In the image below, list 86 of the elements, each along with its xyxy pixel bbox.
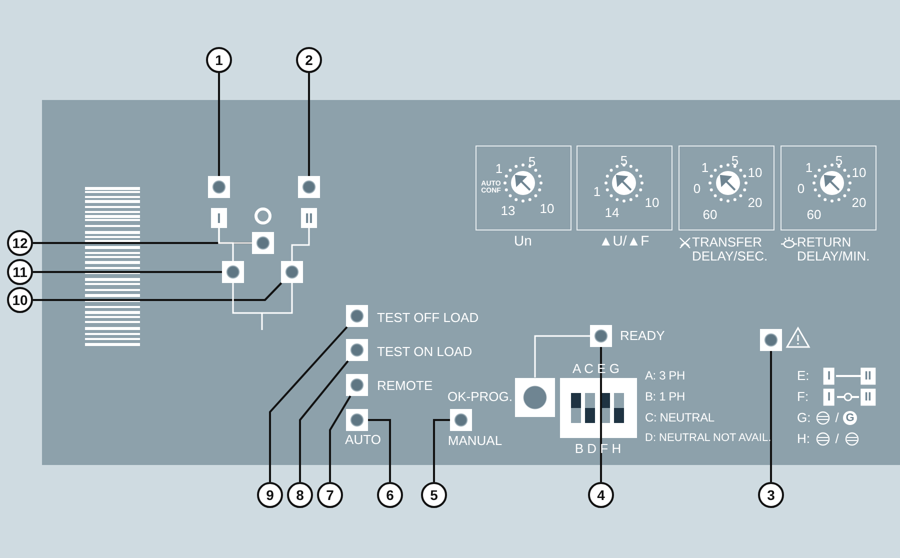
indicator-light <box>346 409 368 431</box>
leader-line <box>329 395 352 482</box>
setting-description: B: 1 PH <box>645 390 685 404</box>
dial-value: 60 <box>702 208 718 222</box>
switch-position-label: I <box>211 208 227 228</box>
dial-value: 60 <box>806 208 822 222</box>
dial-value: 5 <box>528 155 536 169</box>
switch-position-label: II <box>301 208 317 228</box>
leader-line <box>218 73 220 176</box>
dial-value: 20 <box>748 196 762 210</box>
leader-line <box>33 282 282 301</box>
indicator-label: TEST OFF LOAD <box>377 311 479 325</box>
connection-line <box>291 228 310 261</box>
connection-line <box>218 228 234 261</box>
callout-number: 6 <box>377 482 403 508</box>
dial-value: 1 <box>495 162 503 176</box>
dial-value: 20 <box>852 196 866 210</box>
leader-line <box>770 351 772 482</box>
setting-description: F: <box>797 390 809 404</box>
indicator-light <box>346 374 368 396</box>
indicator-label: MANUAL <box>448 434 502 448</box>
callout-number: 12 <box>7 230 33 256</box>
indicator-light <box>208 176 230 198</box>
dial-value: 14 <box>604 206 620 220</box>
dial-caption: ▲U/▲F <box>598 234 650 248</box>
setting-description: A: 3 PH <box>645 370 685 382</box>
switch-position-label: I <box>823 368 835 384</box>
callout-number: 4 <box>588 482 614 508</box>
dial-caption: RETURN DELAY/MIN. <box>797 235 871 263</box>
dial-value: 1 <box>701 161 709 175</box>
separator-label: / <box>835 411 839 425</box>
dial-value: 10 <box>540 202 554 216</box>
leader-line <box>33 271 222 273</box>
indicator-light <box>450 409 472 431</box>
callout-number: 7 <box>317 482 343 508</box>
dial-caption: Un <box>514 234 532 248</box>
dial-value: 0 <box>797 182 805 196</box>
callout-number: 1 <box>206 47 232 73</box>
leader-line <box>308 73 310 176</box>
dial-value: 1 <box>805 161 813 175</box>
switch-position-label: II <box>860 388 876 406</box>
callout-number: 5 <box>421 482 447 508</box>
indicator-light <box>346 339 368 361</box>
setting-description: E: <box>797 369 810 383</box>
leader-line <box>269 326 348 482</box>
leader-line <box>368 419 391 482</box>
dial-value: 5 <box>835 154 843 168</box>
leader-line <box>600 347 602 482</box>
callout-number: 11 <box>7 259 33 285</box>
dial-value: 13 <box>500 204 516 218</box>
separator-label: / <box>835 432 839 446</box>
setting-description: C: NEUTRAL <box>645 412 714 424</box>
indicator-light <box>590 325 612 347</box>
callout-number: 2 <box>296 47 322 73</box>
callout-number: 8 <box>287 482 313 508</box>
connection-line <box>232 282 293 331</box>
indicator-label: AUTO <box>345 433 381 447</box>
dial-caption: TRANSFER DELAY/SEC. <box>692 235 769 263</box>
dial-value: 10 <box>852 166 866 180</box>
dial-value: 10 <box>748 166 762 180</box>
indicator-light <box>252 232 274 254</box>
setting-description: G: <box>797 411 811 425</box>
dial-value: 5 <box>731 154 739 168</box>
callout-number: 3 <box>758 482 784 508</box>
leader-line <box>33 242 252 244</box>
indicator-light <box>346 305 368 327</box>
callout-number: 10 <box>7 287 33 313</box>
callout-number: 9 <box>257 482 283 508</box>
dial-value: 1 <box>593 185 601 199</box>
indicator-light <box>281 261 303 283</box>
indicator-label: REMOTE <box>377 379 433 393</box>
dial-value: 0 <box>693 182 701 196</box>
leader-line <box>299 360 349 482</box>
indicator-label: READY <box>620 329 665 343</box>
program-button <box>515 378 555 416</box>
indicator-light <box>222 261 244 283</box>
indicator-light <box>760 329 782 351</box>
leader-line <box>433 419 450 482</box>
switch-position-label: I <box>823 388 835 406</box>
indicator-label: TEST ON LOAD <box>377 345 472 359</box>
switch-position-label: II <box>860 368 876 384</box>
indicator-label: OK-PROG. <box>448 390 512 404</box>
dial-value: 10 <box>644 196 660 210</box>
indicator-light <box>298 176 320 198</box>
connection-line <box>534 335 590 378</box>
setting-description: H: <box>797 432 810 446</box>
